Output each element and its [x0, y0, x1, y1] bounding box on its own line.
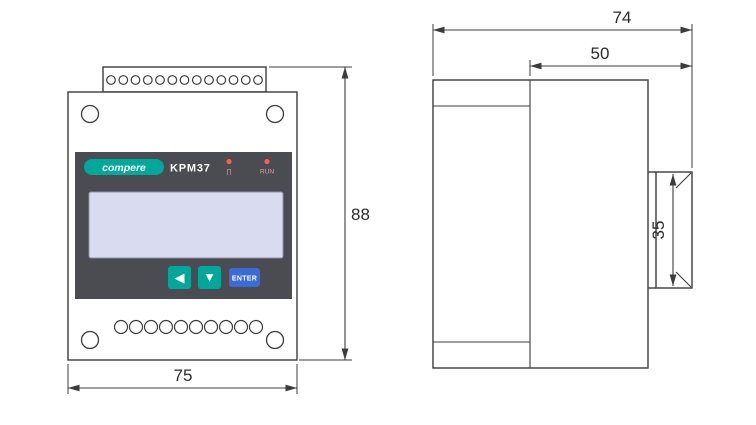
enter-button-label: ENTER: [232, 276, 257, 283]
mounting-hole: [265, 104, 285, 124]
run-led-icon: [264, 158, 270, 165]
brand-logo: [84, 159, 164, 175]
rail-chamfer: [675, 271, 692, 288]
front-width-dim-label: 75: [174, 366, 193, 385]
bottom-terminal-row: [113, 319, 264, 335]
side-upper-depth-dim-label: 50: [591, 44, 610, 63]
left-arrow-icon: ◀: [175, 270, 185, 285]
run-led-label: RUN: [260, 169, 274, 176]
rail-chamfer: [675, 172, 692, 189]
terminal-circle: [218, 319, 234, 335]
terminal-circle: [188, 319, 204, 335]
pulse-led-icon: [226, 158, 232, 165]
terminal-circle: [253, 75, 263, 85]
mounting-hole: [80, 330, 100, 350]
rail-height-dim-label: 35: [649, 221, 668, 240]
side-profile: [432, 79, 649, 369]
terminal-circle: [248, 319, 264, 335]
mounting-holes: [80, 104, 285, 350]
terminal-circle: [204, 75, 214, 85]
terminal-circle: [118, 75, 129, 85]
front-view: compere KPM37 ∏ RUN ◀ ▼ ENTER: [67, 66, 298, 361]
terminal-circle: [128, 319, 144, 335]
enter-button: [229, 268, 260, 287]
front-height-dim-label: 88: [351, 205, 370, 224]
terminal-circle: [191, 75, 202, 85]
terminal-circle: [228, 75, 239, 85]
status-leds: ∏ RUN: [226, 158, 274, 176]
terminal-circle: [142, 75, 153, 85]
terminal-circle: [130, 75, 141, 85]
terminal-circle: [143, 319, 159, 335]
terminal-circle: [203, 319, 219, 335]
mounting-hole: [265, 330, 285, 350]
terminal-circle: [106, 75, 116, 85]
terminal-circle: [240, 75, 251, 85]
terminal-circle: [216, 75, 227, 85]
terminal-circle: [233, 319, 249, 335]
terminal-circle: [158, 319, 174, 335]
front-dimensions: 75 88: [67, 66, 370, 394]
lcd-display: [88, 191, 284, 259]
top-terminal-row: [106, 75, 263, 85]
down-arrow-button: [198, 266, 221, 289]
pulse-led-label: ∏: [226, 169, 231, 176]
terminal-circle: [113, 319, 129, 335]
down-arrow-icon: ▼: [203, 270, 216, 285]
button-row: ◀ ▼ ENTER: [168, 266, 260, 289]
terminal-circle: [155, 75, 165, 85]
brand-logo-label: compere: [102, 162, 146, 174]
mounting-hole: [80, 104, 100, 124]
model-label: KPM37: [170, 163, 211, 175]
terminal-circle: [167, 75, 178, 85]
side-dimensions: 74 50 35: [432, 8, 693, 286]
side-total-depth-dim-label: 74: [613, 8, 632, 27]
terminal-circle: [179, 75, 190, 85]
terminal-circle: [173, 319, 189, 335]
left-arrow-button: [168, 266, 191, 289]
